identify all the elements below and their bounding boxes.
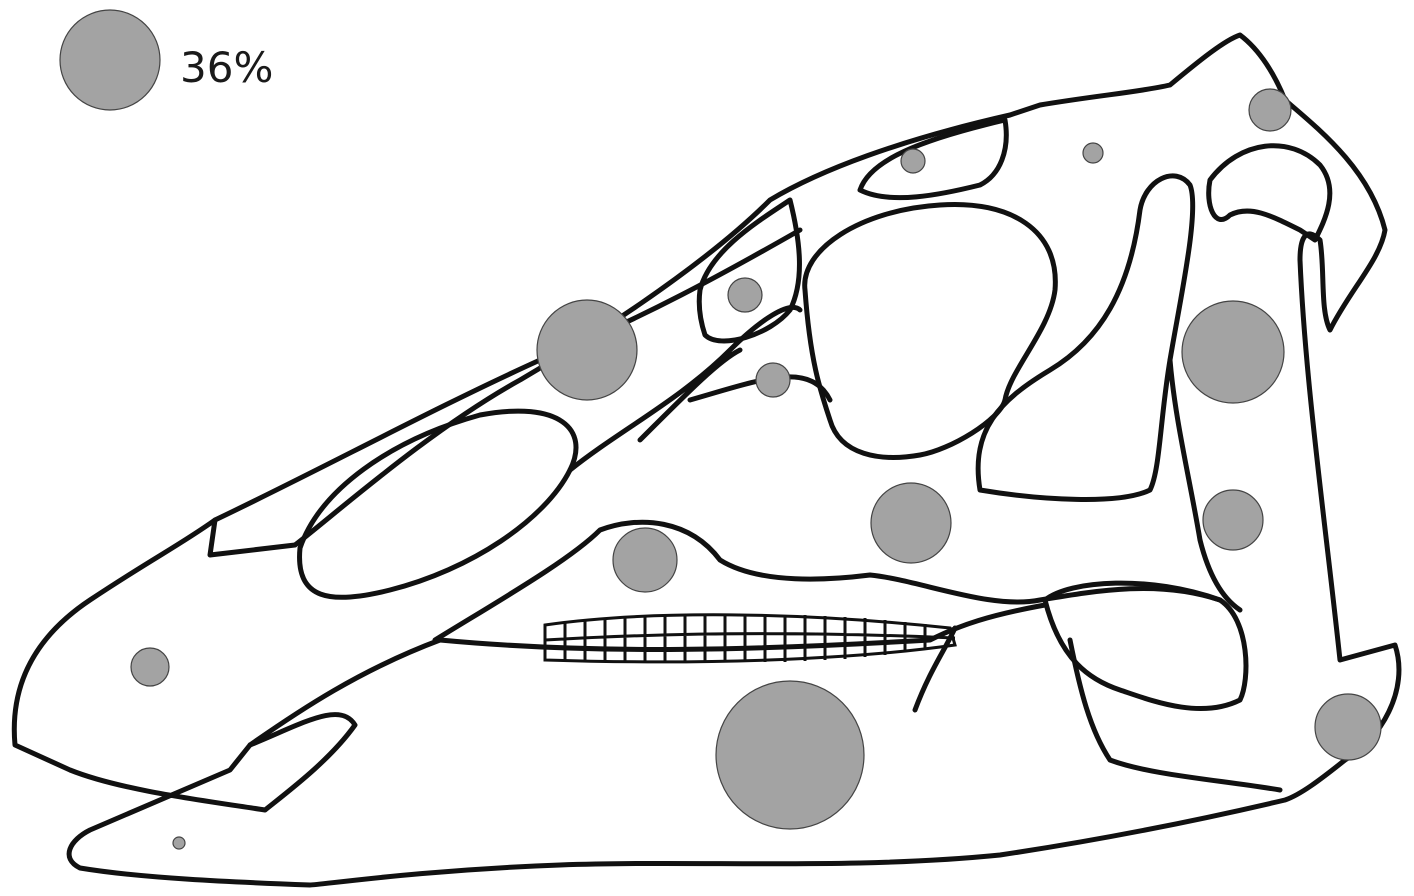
proportion-marker-6	[1203, 490, 1263, 550]
proportion-marker-5	[613, 528, 677, 592]
supratemporal-fenestra	[1209, 146, 1330, 240]
quadrate-lower	[1070, 640, 1280, 790]
maxilla-contour	[435, 522, 1220, 640]
proportion-marker-14	[173, 837, 185, 849]
nasal-stripe	[215, 230, 800, 520]
proportion-marker-9	[1249, 89, 1291, 131]
proportion-marker-2	[1182, 301, 1284, 403]
proportion-marker-11	[756, 363, 790, 397]
proportion-marker-1	[537, 300, 637, 400]
proportion-marker-8	[131, 648, 169, 686]
skull-outline	[14, 35, 1399, 885]
temporal-fenestra	[978, 176, 1193, 500]
legend-label: 36%	[180, 43, 273, 92]
orbit	[805, 204, 1056, 457]
skull-outer-contour	[14, 35, 1399, 885]
quadratojugal	[1045, 583, 1246, 708]
external-naris	[300, 411, 576, 597]
proportion-marker-4	[871, 483, 951, 563]
proportion-marker-12	[901, 149, 925, 173]
proportion-marker-10	[728, 278, 762, 312]
proportion-marker-7	[1315, 694, 1381, 760]
legend-marker	[60, 10, 160, 110]
legend: 36%	[60, 10, 273, 110]
prefrontal-bone	[860, 120, 1006, 198]
proportion-marker-3	[716, 681, 864, 829]
proportion-marker-13	[1083, 143, 1103, 163]
